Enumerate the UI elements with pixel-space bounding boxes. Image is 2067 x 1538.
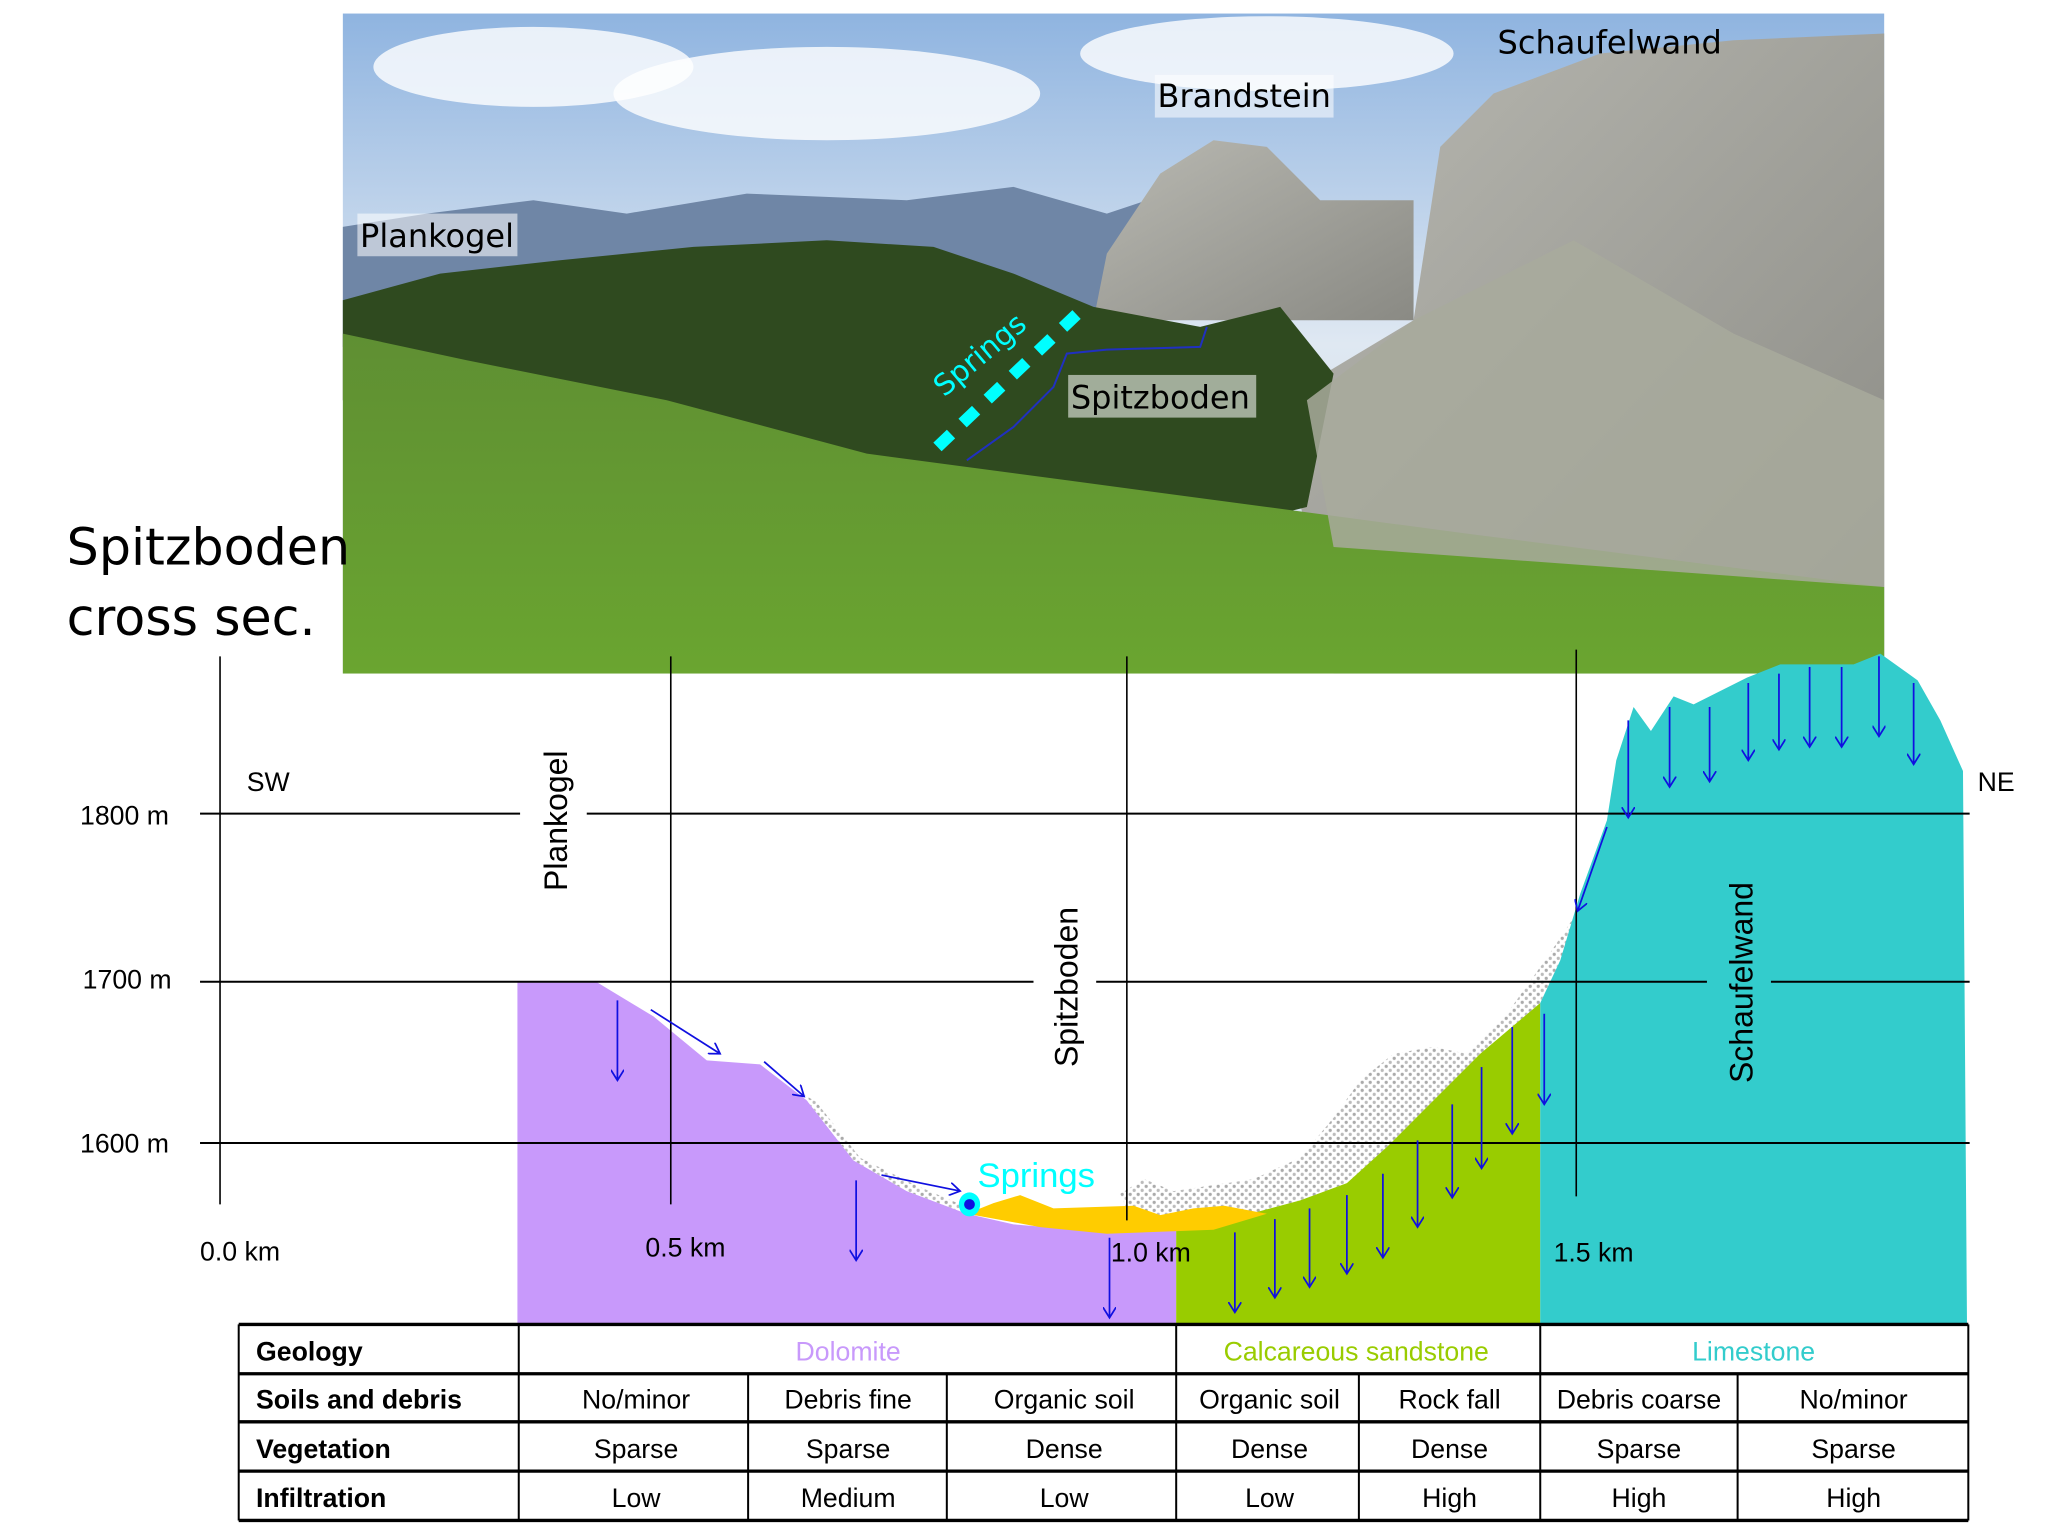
infiltration-cell: Low: [1245, 1483, 1295, 1513]
photo-label-plankogel: Plankogel: [360, 217, 514, 255]
photo-label-brandstein: Brandstein: [1158, 77, 1331, 115]
figure-title-line2: cross sec.: [67, 588, 316, 647]
geology-dolomite: Dolomite: [796, 1336, 901, 1366]
row-header-geology: Geology: [256, 1336, 363, 1366]
vegetation-cell: Dense: [1231, 1434, 1308, 1464]
direction-ne: NE: [1978, 767, 2015, 797]
vegetation-cell: Dense: [1026, 1434, 1103, 1464]
section-label-plankogel: Plankogel: [538, 750, 574, 891]
infiltration-arrows: [617, 656, 1913, 1317]
vegetation-cell: Sparse: [1811, 1434, 1895, 1464]
infiltration-cell: Low: [612, 1483, 662, 1513]
sandstone-unit: [1176, 1003, 1541, 1324]
geology-calcareous-sandstone: Calcareous sandstone: [1224, 1336, 1489, 1366]
debris-coarse: [1120, 913, 1577, 1230]
row-header-soils: Soils and debris: [256, 1384, 462, 1414]
landscape-photo: [342, 13, 1885, 674]
soils-cell: Rock fall: [1398, 1384, 1500, 1414]
vegetation-cell: Dense: [1411, 1434, 1488, 1464]
elevation-label-1800: 1800 m: [80, 800, 169, 830]
infiltration-cell: High: [1422, 1483, 1477, 1513]
row-header-vegetation: Vegetation: [256, 1434, 391, 1464]
elevation-label-1600: 1600 m: [80, 1128, 169, 1158]
infiltration-cell: High: [1826, 1483, 1881, 1513]
spring-marker: [958, 1192, 981, 1217]
soils-cell: Debris coarse: [1557, 1384, 1721, 1414]
elevation-gridlines: [200, 812, 1970, 1145]
distance-label-1-0: 1.0 km: [1111, 1238, 1191, 1268]
soils-cell: Debris fine: [784, 1384, 911, 1414]
soils-cell: No/minor: [582, 1384, 690, 1414]
vegetation-cell: Sparse: [594, 1434, 678, 1464]
dolomite-unit: [517, 981, 1177, 1324]
springs-label: Springs: [977, 1157, 1095, 1195]
infiltration-cell: Low: [1040, 1483, 1090, 1513]
vegetation-cell: Sparse: [806, 1434, 890, 1464]
geology-limestone: Limestone: [1692, 1336, 1815, 1366]
soils-cell: Organic soil: [994, 1384, 1135, 1414]
distance-label-0: 0.0 km: [200, 1236, 280, 1266]
properties-table: Geology Soils and debris Vegetation Infi…: [237, 1322, 1970, 1523]
photo-label-spitzboden: Spitzboden: [1071, 378, 1250, 416]
photo-label-schaufelwand: Schaufelwand: [1498, 24, 1722, 62]
distance-label-1-5: 1.5 km: [1554, 1238, 1634, 1268]
distance-label-0-5: 0.5 km: [645, 1232, 725, 1262]
row-header-infiltration: Infiltration: [256, 1483, 386, 1513]
organic-soil: [966, 1195, 1267, 1234]
debris-fine: [797, 1091, 967, 1214]
vegetation-cell: Sparse: [1597, 1434, 1681, 1464]
section-label-schaufelwand: Schaufelwand: [1723, 882, 1759, 1083]
section-label-spitzboden: Spitzboden: [1049, 907, 1085, 1067]
direction-sw: SW: [247, 767, 291, 797]
limestone-unit: [1540, 653, 1967, 1324]
figure-title-line1: Spitzboden: [67, 517, 350, 576]
distance-gridlines: [219, 649, 1578, 1221]
infiltration-cell: High: [1612, 1483, 1667, 1513]
elevation-label-1700: 1700 m: [83, 964, 172, 994]
infiltration-cell: Medium: [801, 1483, 896, 1513]
soils-cell: No/minor: [1800, 1384, 1908, 1414]
soils-cell: Organic soil: [1199, 1384, 1340, 1414]
